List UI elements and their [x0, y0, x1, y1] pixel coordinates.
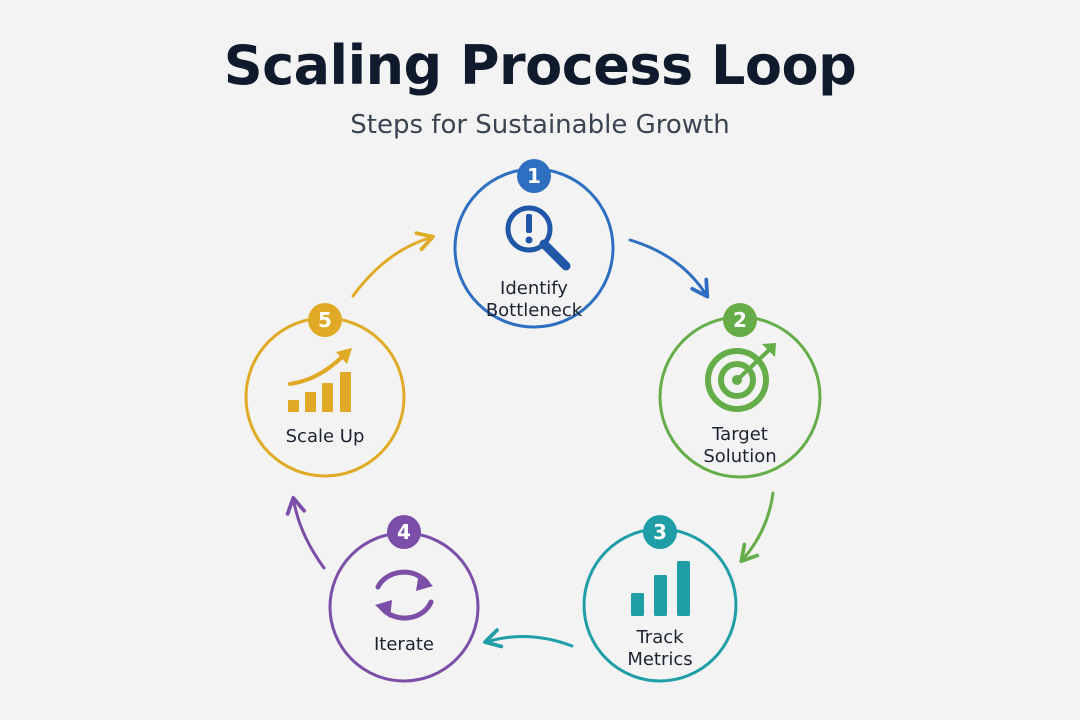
step-2-label-line1: Target	[711, 424, 768, 445]
step-3-label-line2: Metrics	[627, 649, 692, 670]
step-5-badge	[308, 303, 342, 337]
step-4-number: 4	[397, 520, 411, 544]
step-1-badge	[517, 159, 551, 193]
arrow-4-to-5	[285, 495, 326, 570]
step-1-label-line1: Identify	[500, 278, 568, 299]
refresh-cycle-icon	[375, 569, 434, 621]
step-5-label: Scale Up	[286, 426, 365, 447]
step-5-number: 5	[318, 308, 332, 332]
arrow-1-to-2	[628, 238, 710, 299]
step-3-label-line1: Track	[635, 627, 684, 648]
step-2-number: 2	[733, 308, 747, 332]
arrow-3-to-4	[483, 628, 574, 649]
step-1-node: Identify Bottleneck 1	[453, 159, 615, 329]
step-1-label-line2: Bottleneck	[486, 300, 583, 321]
step-3-number: 3	[653, 520, 667, 544]
step-2-badge	[723, 303, 757, 337]
step-3-badge	[643, 515, 677, 549]
step-2-label-line2: Solution	[703, 446, 776, 467]
arrow-2-to-3	[739, 491, 775, 564]
step-1-number: 1	[527, 164, 541, 188]
step-4-label: Iterate	[374, 634, 434, 655]
magnifier-alert-icon	[505, 205, 571, 271]
step-3-node: Track Metrics 3	[582, 515, 738, 683]
step-2-node: Target Solution 2	[658, 303, 822, 479]
step-4-ring	[328, 531, 480, 683]
step-5-node: Scale Up 5	[244, 303, 406, 478]
arrow-5-to-1	[351, 231, 435, 298]
step-4-node: Iterate 4	[328, 515, 480, 683]
target-arrow-icon	[705, 343, 776, 412]
page-title: Scaling Process Loop	[223, 34, 857, 97]
bar-chart-icon	[631, 561, 690, 616]
step-4-badge	[387, 515, 421, 549]
growth-chart-icon	[288, 348, 352, 412]
page-subtitle: Steps for Sustainable Growth	[350, 110, 730, 140]
